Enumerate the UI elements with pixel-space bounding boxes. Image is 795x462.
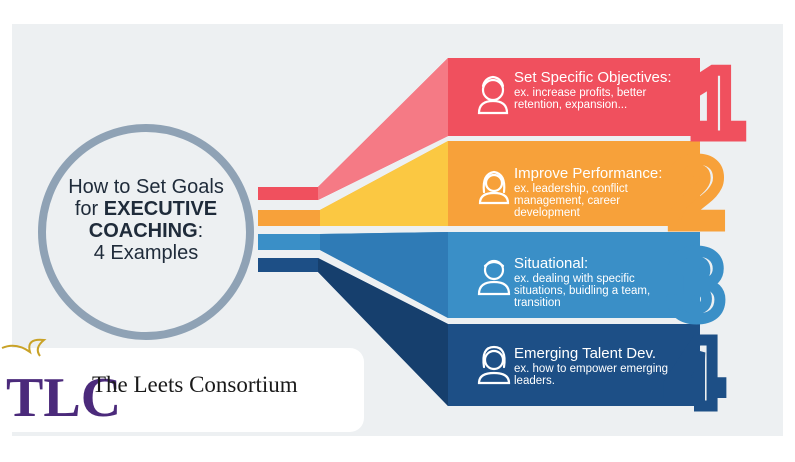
item-3-desc: ex. dealing with specific situations, bu… bbox=[514, 273, 651, 309]
item-4: Emerging Talent Dev. ex. how to empower … bbox=[514, 345, 684, 388]
number-1: 1 bbox=[690, 50, 743, 157]
item-2-title: Improve Performance: bbox=[514, 165, 663, 182]
item-1-desc: ex. increase profits, better retention, … bbox=[514, 87, 647, 111]
item-1: Set Specific Objectives: ex. increase pr… bbox=[514, 69, 684, 112]
item-2-desc: ex. leadership, conflict management, car… bbox=[514, 183, 628, 219]
title-line-4: 4 Examples bbox=[93, 242, 199, 264]
item-1-title: Set Specific Objectives: bbox=[514, 69, 672, 86]
person-long-hair-icon bbox=[478, 170, 510, 205]
item-3-title: Situational: bbox=[514, 255, 589, 272]
number-2: 2 bbox=[670, 140, 723, 247]
band-1-shade bbox=[318, 58, 448, 200]
band-3-shade bbox=[320, 232, 448, 318]
tlc-monogram: TLC bbox=[6, 367, 121, 429]
band-4-shade bbox=[318, 258, 448, 406]
laurel-icon bbox=[1, 338, 47, 357]
item-4-title: Emerging Talent Dev. bbox=[514, 345, 657, 362]
item-4-desc: ex. how to empower emerging leaders. bbox=[514, 363, 669, 387]
brand-box bbox=[0, 348, 364, 432]
title-line-2: for EXECUTIVE bbox=[54, 198, 238, 220]
person-curly-hair-icon bbox=[477, 75, 509, 115]
title-executive: EXECUTIVE bbox=[103, 198, 218, 220]
title-coaching: COACHING bbox=[88, 220, 198, 242]
brand-name: The Leets Consortium bbox=[92, 372, 298, 397]
title-line-2-prefix: for bbox=[74, 198, 104, 220]
band-2-shade bbox=[320, 141, 448, 226]
person-woman-icon bbox=[477, 345, 511, 385]
item-2: Improve Performance: ex. leadership, con… bbox=[514, 165, 684, 220]
title-line-3: COACHING: bbox=[54, 220, 238, 242]
title-line-1: How to Set Goals bbox=[68, 176, 224, 198]
title-colon: : bbox=[197, 220, 204, 242]
person-man-icon bbox=[477, 259, 511, 296]
item-3: Situational: ex. dealing with specific s… bbox=[514, 255, 684, 310]
page-title: How to Set Goals for EXECUTIVE COACHING:… bbox=[54, 176, 238, 264]
number-3: 3 bbox=[670, 232, 723, 339]
title-ring bbox=[38, 124, 254, 340]
number-4: 4 bbox=[668, 320, 721, 427]
